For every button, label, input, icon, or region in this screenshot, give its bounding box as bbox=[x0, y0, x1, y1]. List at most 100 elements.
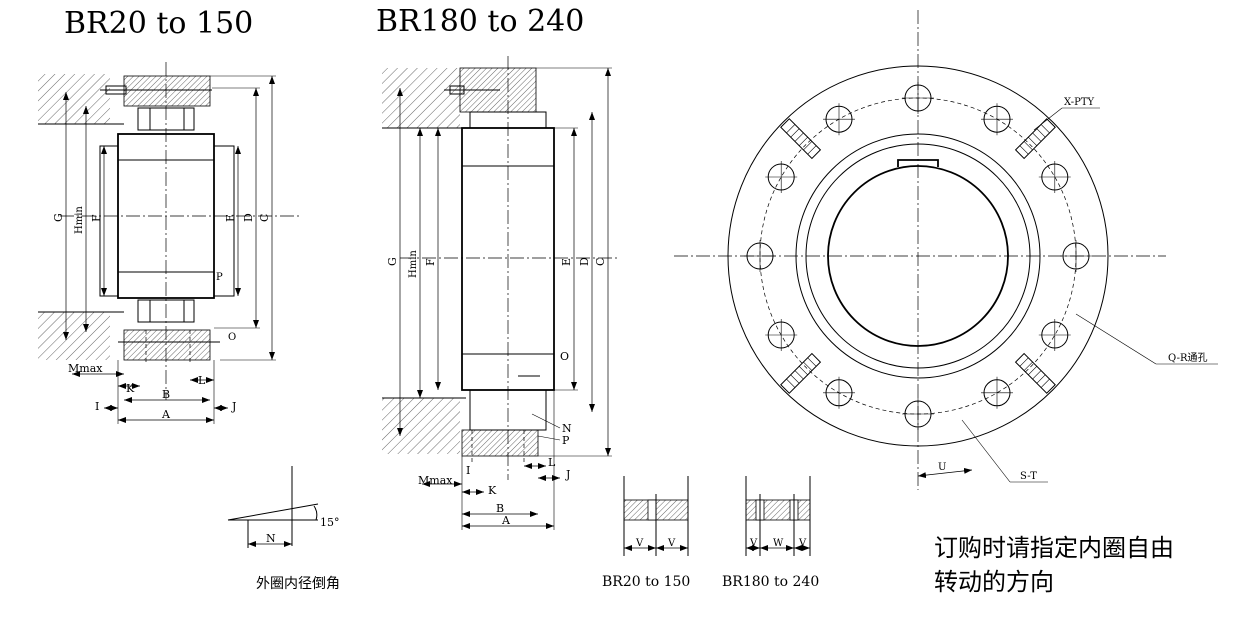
tapped-hole-thread bbox=[798, 136, 808, 146]
tapped-hole bbox=[780, 118, 822, 160]
dim-label-D: D bbox=[242, 213, 255, 222]
label-X-PTY: X-PTY bbox=[1064, 97, 1095, 108]
title-small-range: BR20 to 150 bbox=[64, 6, 253, 41]
order-note-line2: 转动的方向 bbox=[934, 568, 1054, 596]
dim-label-Mmax-large: Mmax bbox=[418, 474, 453, 487]
dim-label-E-large: E bbox=[560, 258, 573, 266]
dim-label-N-large: N bbox=[562, 422, 572, 435]
dim-label-J-large: J bbox=[565, 468, 570, 481]
caption-keyway-large: BR180 to 240 bbox=[722, 574, 819, 590]
tapped-hole-thread bbox=[786, 124, 796, 134]
dim-label-A-large: A bbox=[501, 514, 511, 527]
front-view: X-PTY Q-R通孔 S-T U bbox=[674, 10, 1218, 490]
dim-label-D-large: D bbox=[578, 257, 591, 266]
wall-hatch-top-large bbox=[382, 68, 460, 128]
inner-ring-outer-circle bbox=[805, 143, 1031, 369]
dim-label-A: A bbox=[161, 408, 171, 421]
outer-ring-bottom-large bbox=[461, 429, 539, 457]
tapped-hole-thread bbox=[790, 128, 800, 138]
dim-label-O-large: O bbox=[560, 350, 569, 363]
label-S-T: S-T bbox=[1020, 471, 1037, 482]
chamfer-label-N: N bbox=[266, 532, 276, 545]
tapped-hole-thread bbox=[1040, 378, 1050, 388]
dim-label-O: O bbox=[228, 332, 236, 343]
dim-label-P-large: P bbox=[562, 434, 570, 447]
wall-hatch-top bbox=[38, 74, 110, 124]
section-view-large: G Hmin F E D C O N P Mmax I K L J B A bbox=[382, 56, 620, 530]
tapped-hole-body bbox=[780, 118, 822, 160]
keyway-label-V-a: V bbox=[749, 538, 758, 549]
dim-label-Hmin-large: Hmin bbox=[408, 250, 419, 278]
tapped-hole-thread bbox=[1023, 361, 1033, 371]
tapped-hole-thread bbox=[1019, 145, 1029, 155]
keyway-label-V-left: V bbox=[635, 538, 644, 549]
caption-keyway-small: BR20 to 150 bbox=[602, 574, 690, 590]
tapped-holes bbox=[780, 118, 1056, 394]
dim-label-L-large: L bbox=[548, 456, 556, 469]
chamfer-angle: 15° bbox=[320, 516, 340, 529]
dim-label-Hmin: Hmin bbox=[74, 206, 85, 234]
tapped-hole-thread bbox=[807, 357, 817, 367]
tapped-hole-thread bbox=[786, 378, 796, 388]
keyway-label-V-b: V bbox=[798, 538, 807, 549]
tapped-hole-thread bbox=[807, 145, 817, 155]
tapped-hole-thread bbox=[1019, 357, 1029, 367]
chamfer-detail: N 15° 外圈内径倒角 bbox=[227, 466, 340, 592]
outer-flange-circle bbox=[727, 65, 1109, 447]
tapped-hole bbox=[780, 352, 822, 394]
tapped-hole-thread bbox=[794, 132, 804, 142]
tapped-hole-thread bbox=[1036, 128, 1046, 138]
dim-label-B-large: B bbox=[496, 502, 504, 515]
dim-label-K-large: K bbox=[488, 484, 497, 497]
dim-label-P: P bbox=[216, 272, 223, 283]
tapped-hole-thread bbox=[1023, 141, 1033, 151]
bolt-holes bbox=[744, 82, 1092, 430]
tapped-hole-thread bbox=[798, 366, 808, 376]
tapped-hole-thread bbox=[794, 370, 804, 380]
order-note-line1: 订购时请指定内圈自由 bbox=[934, 534, 1174, 562]
label-U: U bbox=[938, 462, 946, 473]
caption-chamfer: 外圈内径倒角 bbox=[256, 576, 340, 592]
title-large-range: BR180 to 240 bbox=[376, 4, 584, 39]
dim-label-G-large: G bbox=[386, 257, 399, 266]
tapped-hole bbox=[1014, 352, 1056, 394]
tapped-hole-body bbox=[1014, 118, 1056, 160]
dim-label-J: J bbox=[231, 400, 236, 413]
tapped-hole-body bbox=[780, 352, 822, 394]
tapped-hole-thread bbox=[790, 374, 800, 384]
tapped-hole-thread bbox=[1040, 124, 1050, 134]
dim-label-G: G bbox=[52, 213, 65, 222]
keyway-detail-large: V W V BR180 to 240 bbox=[722, 476, 819, 590]
outer-ring-bottom bbox=[123, 329, 211, 361]
keyway-detail-small: V V BR20 to 150 bbox=[602, 476, 690, 590]
section-view-small: G Hmin F E D C P O Mmax K L B I J A bbox=[38, 62, 300, 424]
dim-label-F-large: F bbox=[424, 258, 437, 266]
bore-circle bbox=[827, 165, 1009, 347]
wall-hatch-bottom bbox=[38, 312, 110, 360]
label-Q-R: Q-R通孔 bbox=[1168, 352, 1207, 364]
tapped-hole-thread bbox=[1028, 366, 1038, 376]
dim-label-I-large: I bbox=[466, 464, 470, 477]
keyway-label-W: W bbox=[773, 538, 784, 549]
dim-label-F: F bbox=[90, 214, 103, 222]
wall-hatch-bottom-large bbox=[382, 398, 460, 454]
tapped-hole-thread bbox=[1032, 370, 1042, 380]
keyway-label-V-right: V bbox=[667, 538, 676, 549]
dim-label-B: B bbox=[162, 388, 170, 401]
outer-ring-top bbox=[123, 75, 211, 107]
tapped-hole-thread bbox=[803, 141, 813, 151]
keyway-notch bbox=[897, 159, 939, 167]
dim-label-E: E bbox=[224, 214, 237, 222]
tapped-hole-thread bbox=[1028, 136, 1038, 146]
dim-label-C-large: C bbox=[594, 258, 607, 266]
tapped-hole bbox=[1014, 118, 1056, 160]
dim-label-K: K bbox=[126, 382, 135, 395]
tapped-hole-thread bbox=[1032, 132, 1042, 142]
dim-label-C: C bbox=[258, 214, 271, 222]
outer-ring-circle bbox=[795, 133, 1041, 379]
tapped-hole-thread bbox=[803, 361, 813, 371]
dim-label-L: L bbox=[198, 374, 206, 387]
dim-label-I: I bbox=[95, 400, 99, 413]
dim-label-Mmax: Mmax bbox=[68, 362, 103, 375]
